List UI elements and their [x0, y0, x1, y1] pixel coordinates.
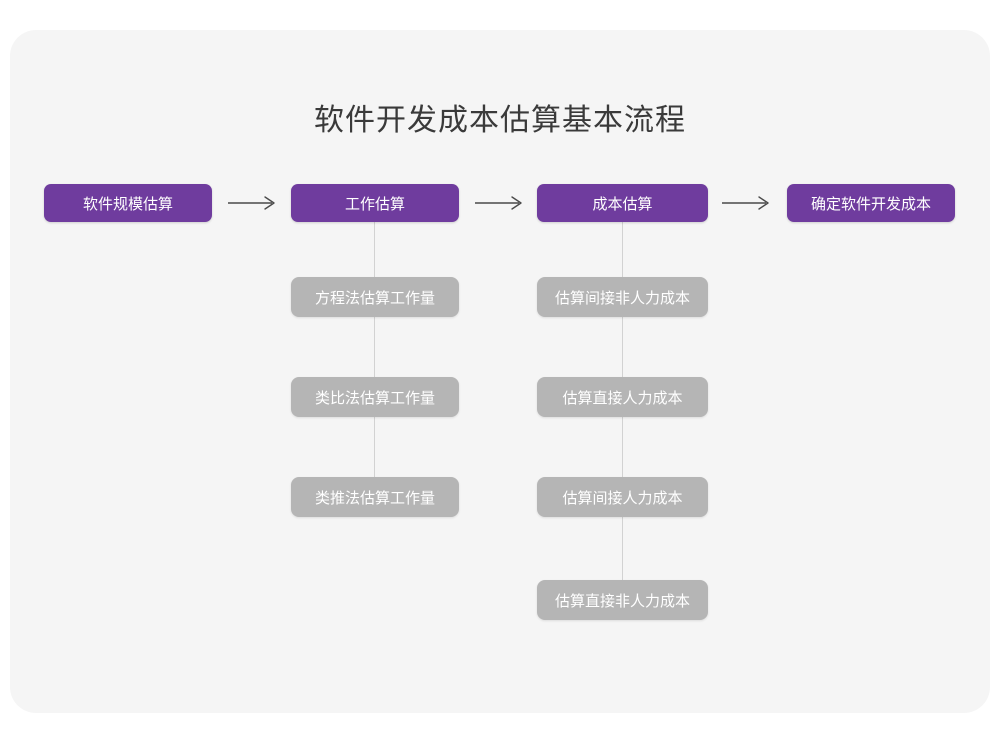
- sub-node-effort-1[interactable]: 方程法估算工作量: [291, 277, 459, 317]
- arrow-stage1-to-stage2: [228, 192, 278, 214]
- sub-node-cost-3[interactable]: 估算间接人力成本: [537, 477, 708, 517]
- diagram-canvas: [10, 30, 990, 713]
- sub-node-effort-3[interactable]: 类推法估算工作量: [291, 477, 459, 517]
- connector-line-stage2: [374, 222, 375, 512]
- stage-node-cost-estimation[interactable]: 成本估算: [537, 184, 708, 222]
- page-title: 软件开发成本估算基本流程: [314, 104, 686, 137]
- sub-node-label: 估算直接人力成本: [562, 389, 683, 407]
- sub-node-label: 估算间接人力成本: [562, 489, 683, 507]
- sub-node-cost-1[interactable]: 估算间接非人力成本: [537, 277, 708, 317]
- sub-node-label: 类推法估算工作量: [314, 489, 435, 507]
- sub-node-label: 方程法估算工作量: [314, 289, 435, 307]
- arrow-stage3-to-stage4: [722, 192, 772, 214]
- stage-node-label: 成本估算: [592, 195, 653, 213]
- sub-node-label: 类比法估算工作量: [314, 389, 435, 407]
- stage-node-label: 确定软件开发成本: [810, 195, 931, 213]
- stage-node-software-size-estimation[interactable]: 软件规模估算: [44, 184, 212, 222]
- stage-node-determine-development-cost[interactable]: 确定软件开发成本: [787, 184, 955, 222]
- arrow-stage2-to-stage3: [475, 192, 525, 214]
- sub-node-effort-2[interactable]: 类比法估算工作量: [291, 377, 459, 417]
- stage-node-label: 软件规模估算: [82, 195, 173, 213]
- right-arrow-icon: [475, 196, 522, 210]
- stage-node-effort-estimation[interactable]: 工作估算: [291, 184, 459, 222]
- stage-node-label: 工作估算: [344, 195, 405, 213]
- sub-node-cost-2[interactable]: 估算直接人力成本: [537, 377, 708, 417]
- right-arrow-icon: [228, 196, 275, 210]
- right-arrow-icon: [722, 196, 769, 210]
- sub-node-cost-4[interactable]: 估算直接非人力成本: [537, 580, 708, 620]
- sub-node-label: 估算间接非人力成本: [554, 289, 690, 307]
- sub-node-label: 估算直接非人力成本: [554, 592, 690, 610]
